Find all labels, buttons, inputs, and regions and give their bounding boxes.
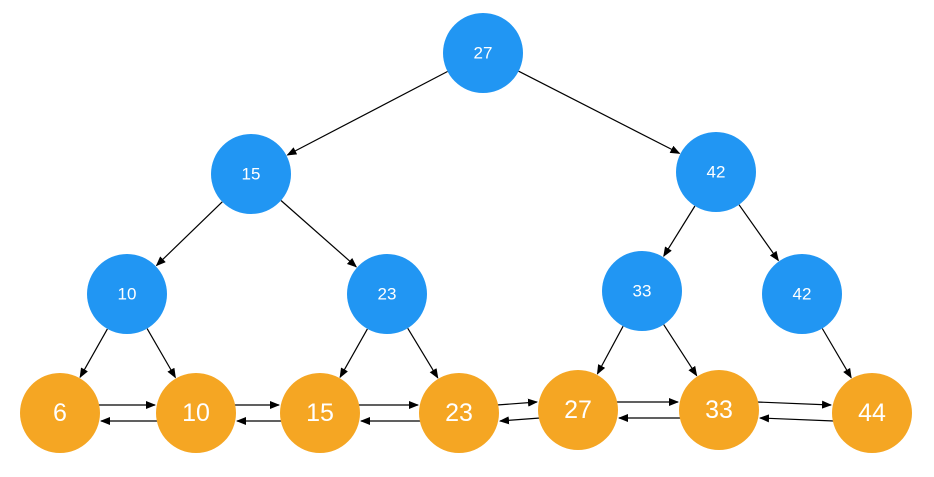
node-circle bbox=[419, 373, 499, 453]
node-label: 33 bbox=[705, 396, 733, 424]
tree-edge-n15-to-n23 bbox=[280, 200, 358, 268]
node-circle bbox=[602, 251, 682, 331]
tree-edge-n42a-to-n42b bbox=[738, 204, 779, 262]
node-label: 44 bbox=[858, 399, 886, 427]
leaf-link-backward-l44-to-l33 bbox=[759, 414, 835, 423]
leaf-node-15: 15 bbox=[280, 373, 360, 453]
edges bbox=[79, 70, 852, 425]
node-circle bbox=[156, 373, 236, 453]
node-label: 33 bbox=[633, 282, 652, 301]
leaf-node-10: 10 bbox=[156, 373, 236, 453]
node-label: 10 bbox=[118, 285, 137, 304]
internal-node-42: 42 bbox=[762, 254, 842, 334]
node-label: 6 bbox=[53, 399, 67, 427]
internal-node-33: 33 bbox=[602, 251, 682, 331]
node-circle bbox=[280, 373, 360, 453]
internal-node-10: 10 bbox=[87, 254, 167, 334]
leaf-node-6: 6 bbox=[20, 373, 100, 453]
tree-edge-n27-to-n15 bbox=[286, 70, 448, 156]
node-label: 42 bbox=[707, 163, 726, 182]
node-circle bbox=[20, 373, 100, 453]
tree-edge-n33-to-l27 bbox=[596, 325, 624, 375]
tree-edge-n27-to-n42a bbox=[518, 70, 681, 154]
node-label: 23 bbox=[378, 285, 397, 304]
node-circle bbox=[762, 254, 842, 334]
internal-node-15: 15 bbox=[211, 134, 291, 214]
node-label: 23 bbox=[445, 399, 473, 427]
node-label: 42 bbox=[793, 285, 812, 304]
node-label: 10 bbox=[182, 399, 210, 427]
node-circle bbox=[347, 254, 427, 334]
leaf-link-forward-l23-to-l27 bbox=[496, 398, 538, 407]
internal-node-42: 42 bbox=[676, 132, 756, 212]
leaf-node-23: 23 bbox=[419, 373, 499, 453]
tree-edge-n15-to-n10 bbox=[155, 201, 223, 267]
internal-node-27: 27 bbox=[443, 13, 523, 93]
tree-edge-n23-to-l15 bbox=[339, 328, 368, 379]
node-circle bbox=[676, 132, 756, 212]
tree-edge-n23-to-l23 bbox=[407, 327, 439, 379]
node-circle bbox=[87, 254, 167, 334]
tree-edge-n33-to-l33 bbox=[663, 324, 698, 377]
tree-edge-n42a-to-n33 bbox=[663, 205, 696, 258]
node-circle bbox=[538, 370, 618, 450]
internal-node-23: 23 bbox=[347, 254, 427, 334]
leaf-node-33: 33 bbox=[679, 370, 759, 450]
node-label: 15 bbox=[242, 165, 261, 184]
nodes: 27 15 42 10 23 33 42 6 10 15 23 27 33 44 bbox=[20, 13, 912, 453]
tree-edge-n10-to-l6 bbox=[79, 328, 108, 379]
leaf-node-44: 44 bbox=[832, 373, 912, 453]
node-circle bbox=[443, 13, 523, 93]
node-label: 27 bbox=[564, 396, 592, 424]
node-circle bbox=[832, 373, 912, 453]
node-label: 15 bbox=[306, 399, 334, 427]
node-circle bbox=[211, 134, 291, 214]
tree-edge-n10-to-l10 bbox=[146, 328, 176, 379]
leaf-link-forward-l33-to-l44 bbox=[756, 400, 832, 409]
leaf-link-backward-l27-to-l23 bbox=[499, 416, 541, 425]
leaf-node-27: 27 bbox=[538, 370, 618, 450]
tree-edge-n42b-to-l44 bbox=[821, 328, 852, 379]
node-circle bbox=[679, 370, 759, 450]
node-label: 27 bbox=[474, 44, 493, 63]
